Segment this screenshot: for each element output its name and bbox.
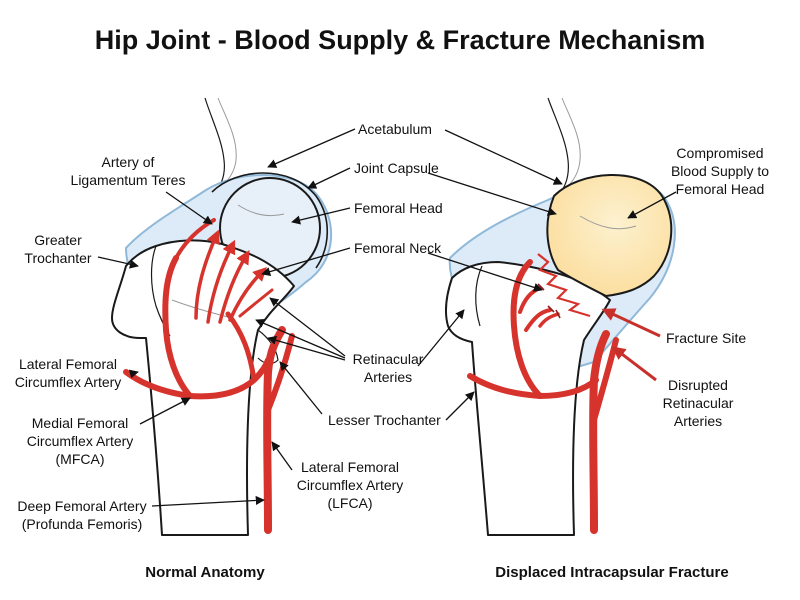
label-greater-trochanter-1: Greater (34, 232, 82, 248)
label-greater-trochanter-2: Trochanter (24, 250, 92, 266)
pelvis-outline-left (204, 97, 225, 197)
label-disrupted-1: Disrupted (668, 377, 728, 393)
label-disrupted-3: Arteries (674, 413, 722, 429)
label-retinacular-2: Arteries (364, 369, 412, 385)
caption-displaced-fracture: Displaced Intracapsular Fracture (495, 564, 728, 581)
label-femoral-head: Femoral Head (354, 200, 443, 216)
label-fracture-site: Fracture Site (666, 330, 746, 346)
left-panel-normal-anatomy: Acetabulum Joint Capsule Femoral Head Fe… (15, 97, 443, 581)
label-femoral-neck: Femoral Neck (354, 240, 442, 256)
label-lfca-center-3: (LFCA) (327, 495, 372, 511)
fracture-line (537, 253, 591, 318)
caption-normal-anatomy: Normal Anatomy (145, 564, 265, 581)
pelvis-inner-left (217, 97, 237, 185)
label-retinacular-1: Retinacular (353, 351, 424, 367)
mfca-left (123, 357, 271, 400)
label-lfca-left-1: Lateral Femoral (19, 356, 117, 372)
femur-right (444, 261, 611, 536)
label-deep-femoral-1: Deep Femoral Artery (17, 498, 146, 514)
label-artery-lig-teres-2: Ligamentum Teres (71, 172, 186, 188)
torn-retinacular-3 (538, 312, 560, 328)
page-title: Hip Joint - Blood Supply & Fracture Mech… (95, 25, 706, 55)
mfca-ascending-right (510, 259, 543, 399)
right-panel-displaced-fracture: Compromised Blood Supply to Femoral Head… (417, 97, 769, 581)
fracture-site-arrow (601, 308, 661, 338)
label-acetabulum: Acetabulum (358, 121, 432, 137)
retinacular-artery-1 (194, 229, 220, 320)
lesser-trochanter-left (257, 329, 279, 365)
femur-left (111, 239, 295, 536)
acetabulum-rim-left (211, 172, 329, 269)
pelvis-inner-right (561, 97, 581, 187)
label-compromised-2: Blood Supply to (671, 163, 769, 179)
label-artery-lig-teres-1: Artery of (102, 154, 155, 170)
growth-line-left (237, 204, 285, 217)
label-compromised-3: Femoral Head (676, 181, 765, 197)
intertrochanteric-line-left (171, 299, 233, 319)
label-lesser-trochanter: Lesser Trochanter (328, 412, 441, 428)
label-lfca-center-2: Circumflex Artery (297, 477, 404, 493)
deep-femoral-artery-right (589, 330, 610, 534)
retinacular-artery-4 (228, 267, 267, 322)
femoral-head-right (546, 174, 673, 298)
mfca-ascending-left (162, 255, 193, 399)
retinacular-artery-2 (206, 239, 236, 324)
label-mfca-2: Circumflex Artery (27, 433, 134, 449)
torn-retinacular-2 (524, 308, 552, 332)
deep-femoral-artery-branch-left (265, 333, 295, 413)
label-mfca-1: Medial Femoral (32, 415, 128, 431)
leaders-right (417, 129, 677, 421)
label-lfca-left-2: Circumflex Artery (15, 374, 122, 390)
label-mfca-3: (MFCA) (56, 451, 105, 467)
label-disrupted-2: Retinacular (663, 395, 734, 411)
pelvis-outline-right (547, 97, 569, 199)
growth-line-right (579, 215, 637, 230)
label-lfca-center-1: Lateral Femoral (301, 459, 399, 475)
disrupted-retinacular-arrow (611, 346, 657, 382)
label-deep-femoral-2: (Profunda Femoris) (22, 516, 143, 532)
leaders-left (97, 128, 356, 507)
retinacular-artery-5 (238, 288, 274, 318)
arteries-right (467, 259, 619, 534)
retinacular-artery-3 (218, 249, 250, 324)
label-joint-capsule: Joint Capsule (354, 160, 439, 176)
label-compromised-1: Compromised (676, 145, 763, 161)
